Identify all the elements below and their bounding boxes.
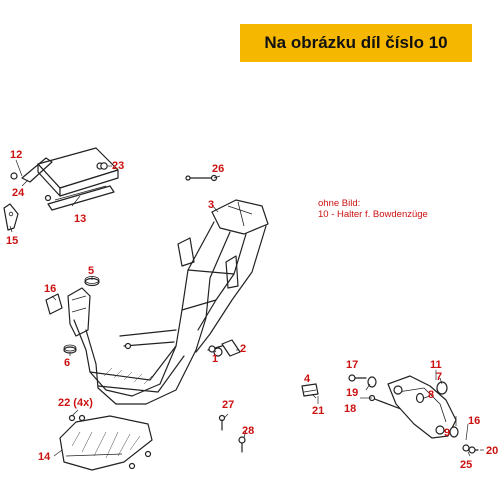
under-cover (59, 415, 153, 471)
bushing-part-7 (436, 381, 448, 395)
callout-2: 2 (240, 343, 246, 355)
screw-part-27 (218, 414, 226, 431)
callout-16-left: 16 (44, 283, 56, 295)
callout-22: 22 (4x) (58, 397, 93, 409)
callout-7: 7 (436, 371, 442, 383)
bushing-part-8 (415, 392, 425, 404)
callout-1: 1 (212, 353, 218, 365)
main-frame (73, 199, 269, 405)
callout-4: 4 (304, 373, 311, 385)
note-heading: ohne Bild: (318, 198, 361, 209)
note-item: 10 - Halter f. Bowdenzüge (318, 209, 428, 220)
screw-part-23 (100, 162, 112, 170)
callout-25: 25 (460, 459, 472, 471)
callout-8: 8 (428, 389, 434, 401)
ring-part-6 (63, 344, 77, 354)
callout-20: 20 (486, 445, 498, 457)
callout-13: 13 (74, 213, 86, 225)
callout-26: 26 (212, 163, 224, 175)
callout-16-right: 16 (468, 415, 480, 427)
callout-9: 9 (444, 427, 450, 439)
nut-part-25 (462, 444, 470, 452)
bolt-part-20 (467, 446, 479, 454)
part-number-banner: Na obrázku díl číslo 10 (240, 24, 472, 62)
bushing-part-2 (221, 339, 241, 357)
screw-part-28 (238, 436, 246, 453)
screws-part-22 (68, 409, 152, 470)
bushing-part-9 (449, 426, 459, 438)
bracket-part-15 (3, 203, 19, 231)
callout-27: 27 (222, 399, 234, 411)
callout-18: 18 (344, 403, 356, 415)
callout-19: 19 (346, 387, 358, 399)
pin-part-1 (207, 345, 223, 353)
callout-15: 15 (6, 235, 18, 247)
callout-5: 5 (88, 265, 94, 277)
callout-24: 24 (12, 187, 25, 199)
pad-part-4 (301, 383, 319, 397)
battery-tray-assembly (10, 147, 119, 211)
callout-12: 12 (10, 149, 22, 161)
steering-head-bracket (45, 287, 91, 337)
not-pictured-note: ohne Bild: 10 - Halter f. Bowdenzüge (318, 198, 428, 220)
callout-labels: 12 23 24 13 15 26 3 5 16 6 2 1 22 (4x) 1… (6, 149, 498, 471)
callout-14: 14 (38, 451, 51, 463)
leader-lines (9, 159, 484, 457)
callout-28: 28 (242, 425, 254, 437)
callout-21: 21 (312, 405, 324, 417)
callout-23: 23 (112, 160, 124, 172)
callout-11: 11 (430, 359, 442, 371)
bolt-part-17 (348, 374, 367, 382)
callout-17: 17 (346, 359, 358, 371)
callout-6: 6 (64, 357, 70, 369)
callout-3: 3 (208, 199, 214, 211)
bolt-part-26 (185, 174, 218, 182)
